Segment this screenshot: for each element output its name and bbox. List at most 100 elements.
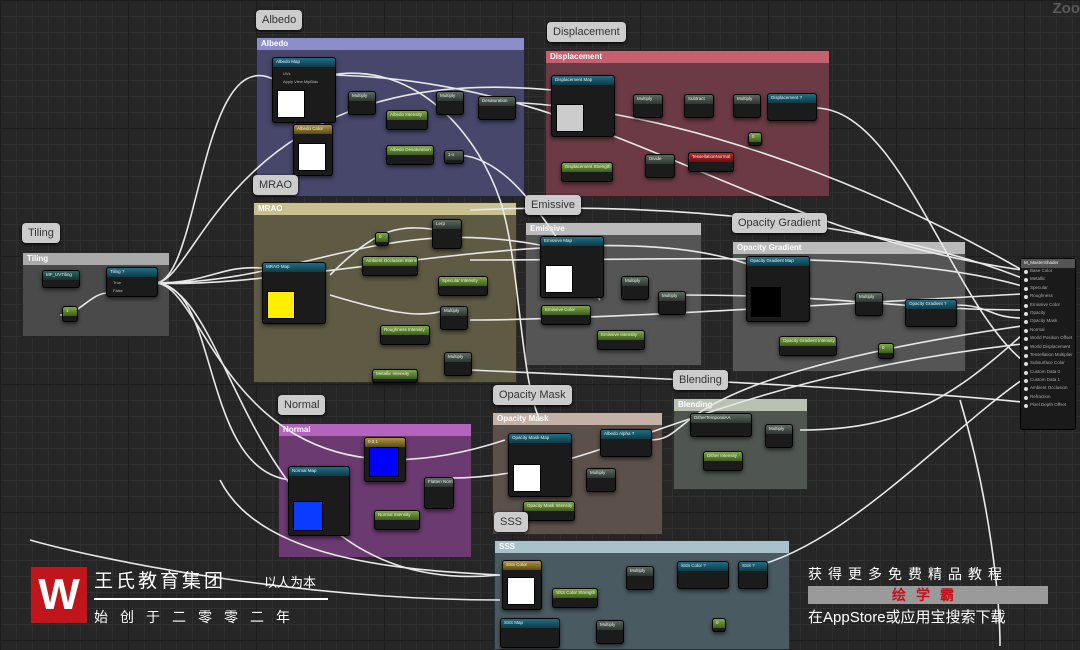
result-input-pin[interactable]: Roughness bbox=[1021, 293, 1075, 301]
result-input-pin[interactable]: Base Color bbox=[1021, 268, 1075, 276]
result-input-pin[interactable]: World Position Offset bbox=[1021, 335, 1075, 343]
node-multiply-2[interactable]: Multiply bbox=[436, 91, 464, 115]
node-multiply[interactable]: Multiply bbox=[633, 94, 663, 118]
comment-bubble-albedo[interactable]: Albedo bbox=[256, 10, 302, 30]
node-albedo-alpha-switch[interactable]: Albedo Alpha ? bbox=[600, 429, 652, 457]
comment-bubble-tiling[interactable]: Tiling bbox=[22, 223, 60, 243]
node-title: Multiply bbox=[659, 292, 685, 301]
result-input-pin[interactable]: Pixel Depth Offset bbox=[1021, 402, 1075, 410]
node-emissive-intensity[interactable]: Emissive Intensity bbox=[597, 330, 645, 350]
result-input-pin[interactable]: Normal bbox=[1021, 327, 1075, 335]
node-multiply-3[interactable]: Multiply bbox=[733, 94, 761, 118]
node-albedo-color[interactable]: Albedo Color bbox=[293, 124, 333, 176]
node-mrao-map[interactable]: MRAO Map bbox=[262, 262, 326, 324]
node-displacement-map[interactable]: Displacement Map bbox=[551, 75, 615, 137]
pin-mip[interactable]: Apply View MipBias bbox=[283, 79, 318, 84]
node-metallic-intensity[interactable]: Metallic Intensity bbox=[372, 369, 418, 383]
node-sss-color[interactable]: SSS Color bbox=[502, 560, 542, 610]
node-multiply[interactable]: Multiply bbox=[348, 91, 376, 115]
node-tessellation-normal[interactable]: TessellationNormal bbox=[688, 152, 734, 172]
result-input-pin[interactable]: Specular bbox=[1021, 285, 1075, 293]
node-const[interactable]: 0 bbox=[375, 232, 389, 246]
result-input-pin[interactable]: Custom Data 1 bbox=[1021, 377, 1075, 385]
node-roughness-intensity[interactable]: Roughness Intensity bbox=[380, 325, 430, 345]
pin-uvs[interactable]: UVs bbox=[283, 71, 291, 76]
node-multiply-sss-2[interactable]: Multiply bbox=[596, 620, 624, 644]
node-title: Metallic Intensity bbox=[373, 370, 417, 379]
node-ao-intensity[interactable]: Ambient Occlusion Intensity bbox=[362, 256, 418, 276]
node-sss-strength[interactable]: SSS Color Strength bbox=[552, 588, 598, 608]
node-normal-map[interactable]: Normal Map bbox=[288, 466, 350, 536]
node-subtract[interactable]: Subtract bbox=[684, 94, 714, 118]
comment-header: Tiling bbox=[23, 253, 169, 265]
node-title: MF_UVTiling bbox=[43, 271, 79, 280]
node-opacity-gradient-map[interactable]: Opacity Gradient Map bbox=[746, 256, 810, 322]
comment-bubble-blending[interactable]: Blending bbox=[673, 370, 728, 390]
node-albedo-desaturation[interactable]: Albedo Desaturation bbox=[386, 145, 434, 165]
node-multiply-emissive-2[interactable]: Multiply bbox=[658, 291, 686, 315]
node-title: Emissive Color bbox=[542, 306, 590, 315]
node-opacity-mask-map[interactable]: Opacity Mask Map bbox=[508, 433, 572, 497]
result-input-pin[interactable]: Metallic bbox=[1021, 276, 1075, 284]
node-const[interactable]: 0 bbox=[712, 618, 726, 632]
node-title: Lerp bbox=[433, 220, 461, 229]
result-input-pin[interactable]: World Displacement bbox=[1021, 344, 1075, 352]
node-displacement-strength[interactable]: Displacement Strength bbox=[561, 162, 613, 182]
node-sss-map[interactable]: SSS Map bbox=[500, 618, 560, 648]
node-emissive-map[interactable]: Emissive Map bbox=[540, 236, 604, 298]
node-normal-intensity[interactable]: Normal Intensity bbox=[374, 510, 420, 530]
node-title: Emissive Map bbox=[541, 237, 603, 246]
node-divide[interactable]: Divide bbox=[645, 154, 675, 178]
node-multiply-og[interactable]: Multiply bbox=[855, 292, 883, 316]
node-multiply-mrao-2[interactable]: Multiply bbox=[444, 352, 472, 376]
node-multiply-mrao[interactable]: Multiply bbox=[440, 306, 468, 330]
pin-false[interactable]: False bbox=[113, 288, 123, 293]
node-one-minus[interactable]: 1-x bbox=[444, 150, 464, 164]
node-multiply-sss[interactable]: Multiply bbox=[626, 566, 654, 590]
result-input-pin[interactable]: Ambient Occlusion bbox=[1021, 385, 1075, 393]
result-input-pin[interactable]: Opacity bbox=[1021, 310, 1075, 318]
comment-bubble-normal[interactable]: Normal bbox=[278, 395, 325, 415]
node-lerp[interactable]: Lerp bbox=[432, 219, 462, 249]
result-input-pin[interactable]: Tessellation Multiplier bbox=[1021, 352, 1075, 360]
node-title: Dither Intensity bbox=[704, 452, 742, 461]
result-input-pin[interactable]: Refraction bbox=[1021, 394, 1075, 402]
result-input-pin[interactable]: Custom Data 0 bbox=[1021, 369, 1075, 377]
node-desaturation[interactable]: Desaturation bbox=[478, 96, 516, 120]
node-dither-temporal-aa[interactable]: DitherTemporalAA bbox=[690, 413, 752, 437]
node-opacity-gradient-switch[interactable]: Opacity Gradient ? bbox=[905, 299, 957, 327]
node-sss-color-switch[interactable]: SSS Color ? bbox=[677, 561, 729, 589]
node-title: Albedo Desaturation bbox=[387, 146, 433, 155]
comment-bubble-sss[interactable]: SSS bbox=[494, 512, 528, 532]
node-opacity-gradient-intensity[interactable]: Opacity Gradient Intensity bbox=[779, 336, 837, 356]
node-emissive-color[interactable]: Emissive Color bbox=[541, 305, 591, 325]
result-input-pin[interactable]: Opacity Mask bbox=[1021, 318, 1075, 326]
node-const[interactable]: 0 bbox=[878, 343, 894, 359]
result-input-pin[interactable]: Subsurface Color bbox=[1021, 360, 1075, 368]
node-dither-intensity[interactable]: Dither Intensity bbox=[703, 451, 743, 471]
node-tiling-const[interactable]: 1 bbox=[62, 306, 78, 322]
node-uv-tiling[interactable]: MF_UVTiling bbox=[42, 270, 80, 288]
comment-bubble-mrao[interactable]: MRAO bbox=[253, 175, 298, 195]
pin-true[interactable]: True bbox=[113, 280, 121, 285]
node-flatten-normal[interactable]: Flatten Normal bbox=[424, 477, 454, 509]
comment-bubble-emissive[interactable]: Emissive bbox=[525, 195, 581, 215]
node-sss-switch[interactable]: SSS ? bbox=[738, 561, 768, 589]
node-multiply-om[interactable]: Multiply bbox=[586, 468, 616, 492]
node-specular-intensity[interactable]: Specular Intensity bbox=[438, 276, 488, 296]
comment-bubble-displacement[interactable]: Displacement bbox=[547, 22, 626, 42]
node-const[interactable]: 0 bbox=[748, 132, 762, 146]
node-albedo-intensity[interactable]: Albedo Intensity bbox=[386, 110, 428, 130]
node-multiply-blend[interactable]: Multiply bbox=[765, 424, 793, 448]
comment-bubble-opacity-mask[interactable]: Opacity Mask bbox=[493, 385, 572, 405]
result-input-pin[interactable]: Emissive Color bbox=[1021, 302, 1075, 310]
comment-bubble-opacity-gradient[interactable]: Opacity Gradient bbox=[732, 213, 827, 233]
node-multiply-emissive[interactable]: Multiply bbox=[621, 276, 649, 300]
node-title: M_MasterShader bbox=[1021, 259, 1075, 268]
node-displacement-switch[interactable]: Displacement ? bbox=[767, 93, 817, 121]
node-vector[interactable]: 0,0,1 bbox=[364, 437, 406, 482]
node-opacity-mask-intensity[interactable]: Opacity Mask Intensity bbox=[523, 501, 575, 521]
